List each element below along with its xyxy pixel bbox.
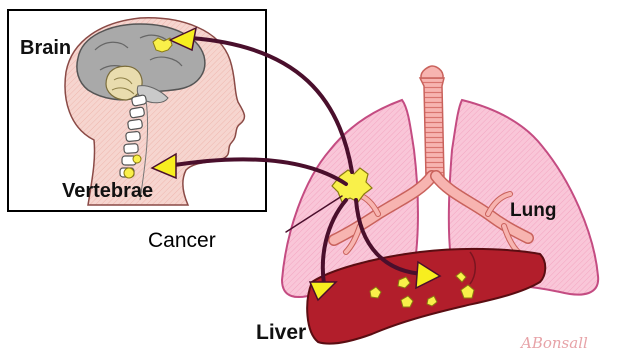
cerebellum — [106, 66, 142, 100]
trachea — [420, 78, 444, 178]
label-liver: Liver — [256, 322, 306, 343]
label-lung: Lung — [510, 201, 556, 220]
label-vertebrae: Vertebrae — [62, 181, 153, 201]
label-brain: Brain — [20, 38, 71, 58]
label-cancer: Cancer — [148, 230, 216, 251]
vertebra-tumor — [133, 155, 141, 163]
artist-signature: ABonsall — [521, 336, 588, 351]
vertebra-tumor — [124, 168, 134, 178]
